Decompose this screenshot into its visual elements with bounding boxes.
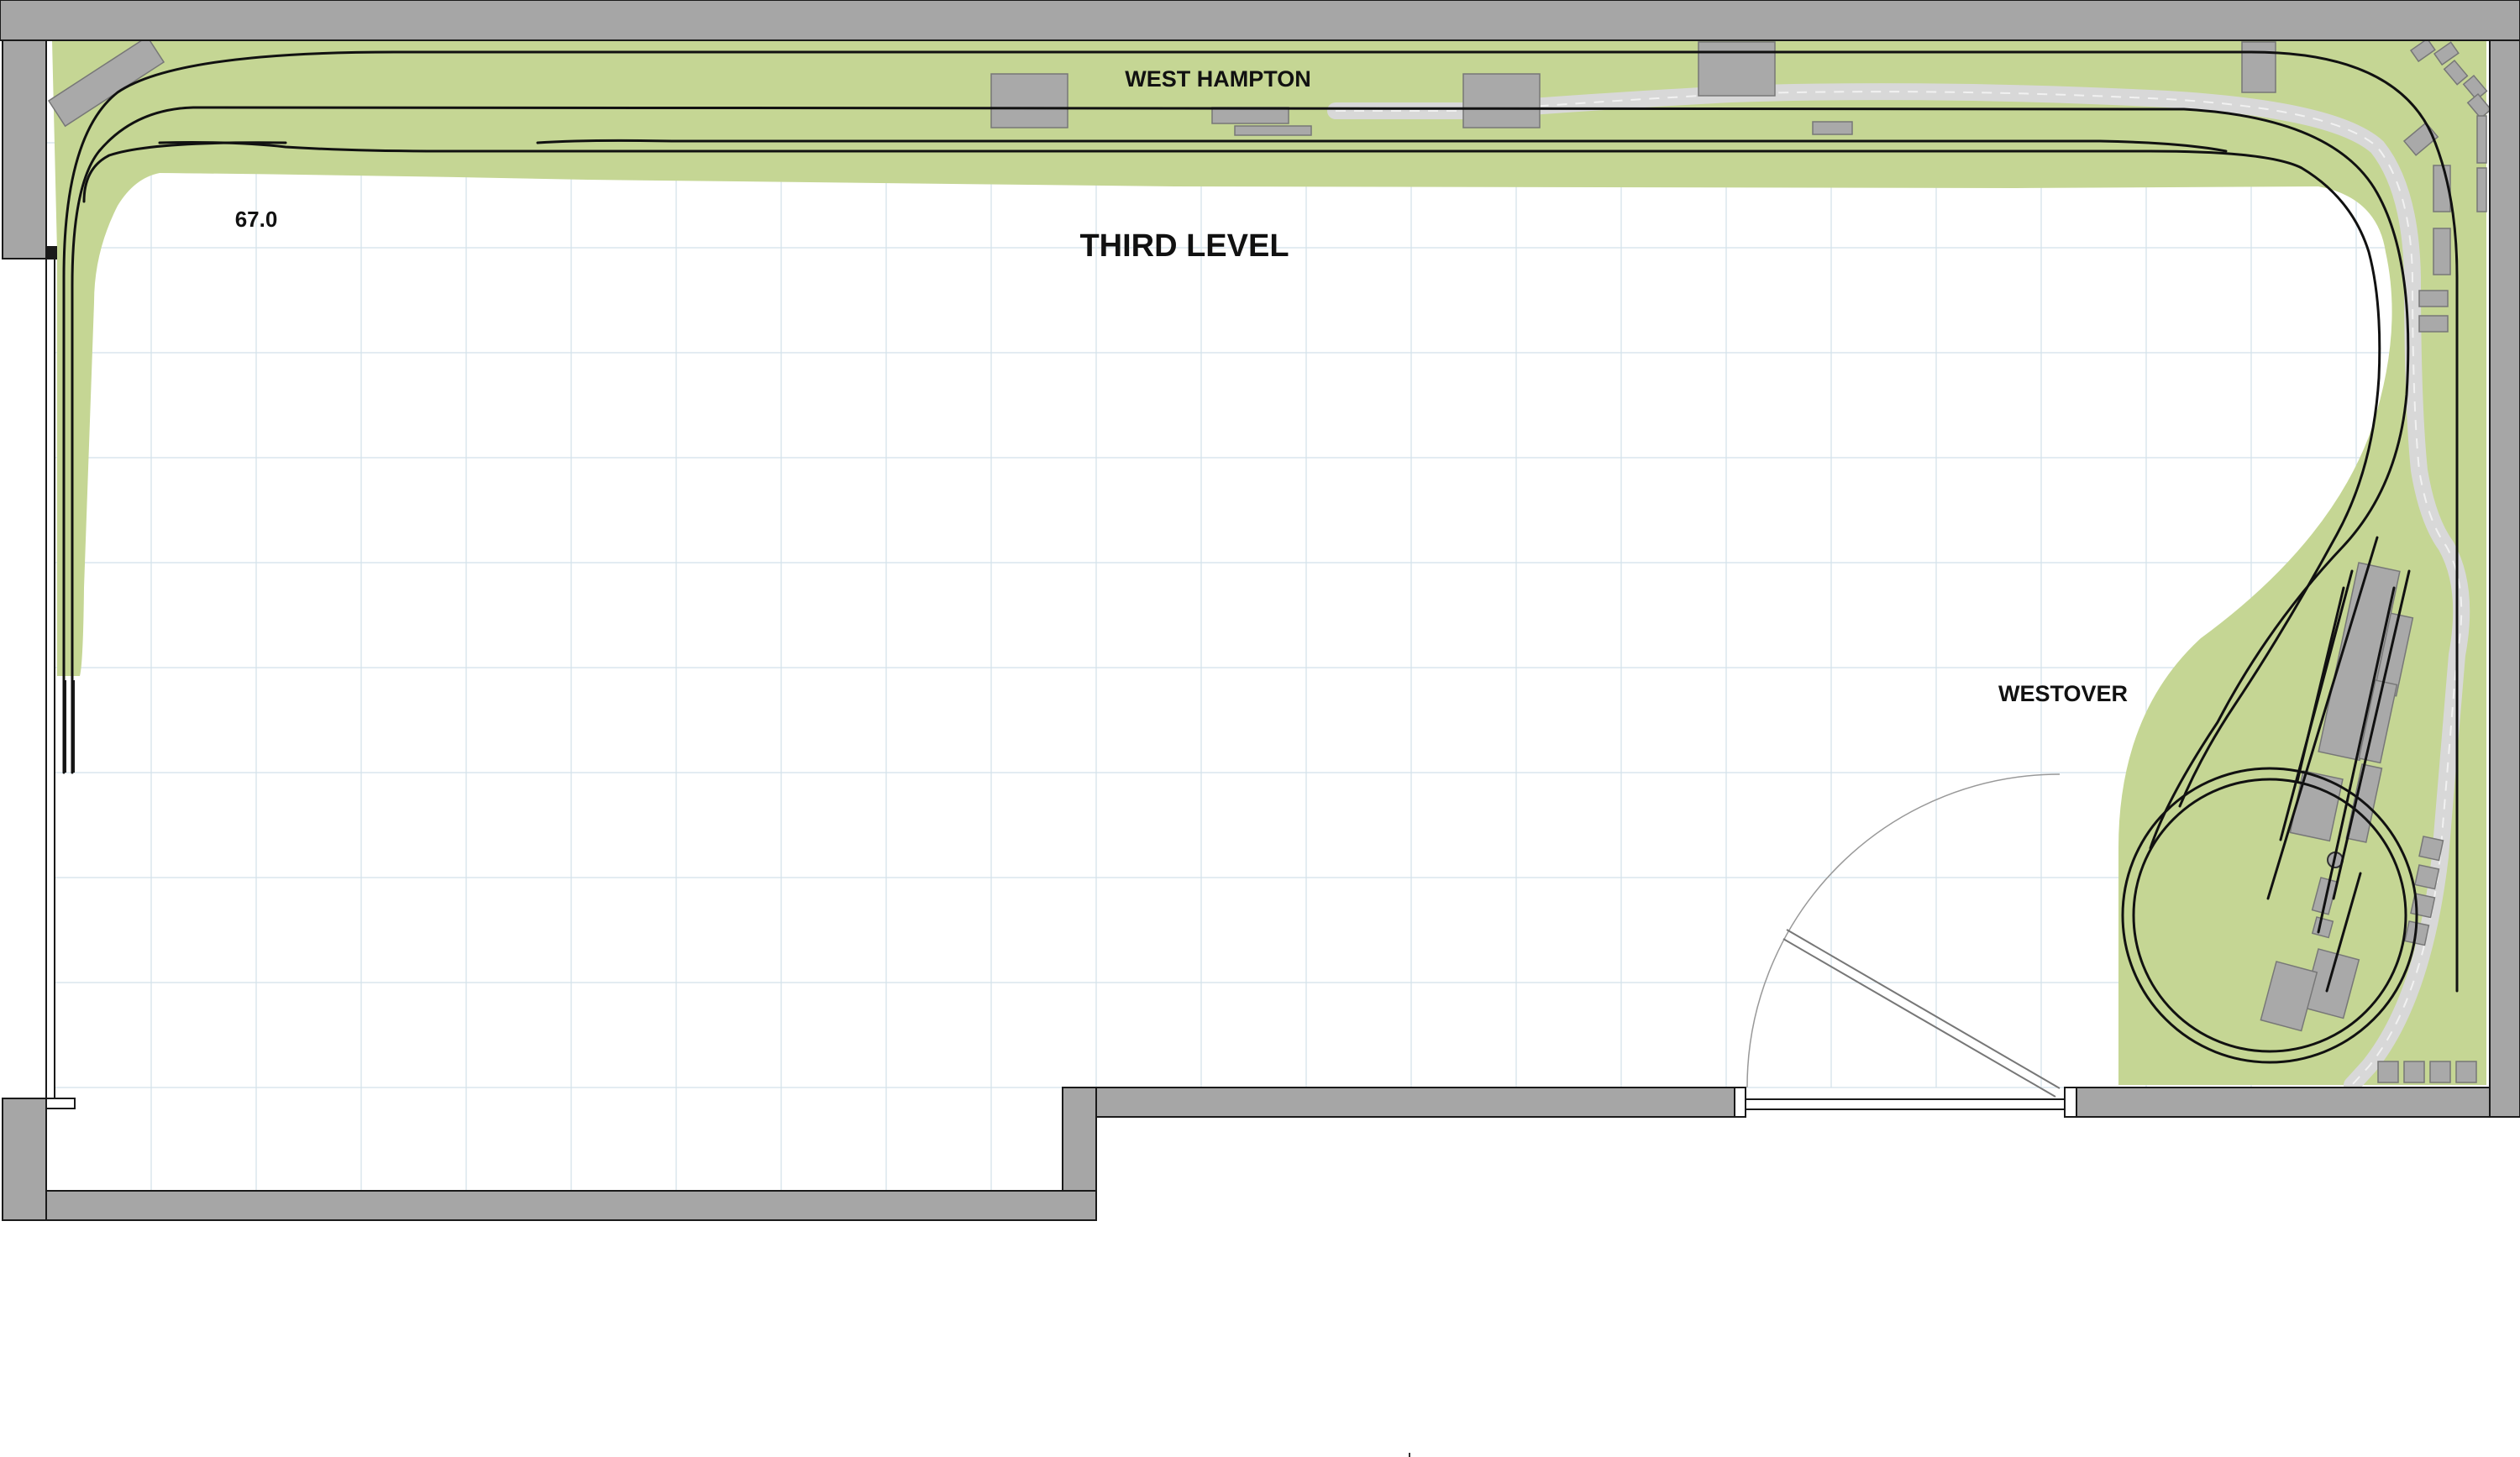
door-swing-arc bbox=[1746, 773, 2061, 1088]
door-jamb-left bbox=[1734, 1087, 1746, 1118]
building-tower bbox=[2241, 41, 2276, 93]
buildings bbox=[47, 35, 2492, 1083]
track-main-inner bbox=[71, 106, 2410, 850]
door-leaf-a bbox=[1786, 929, 2061, 1089]
building-hampton-shed bbox=[1812, 121, 1853, 135]
wall-south-west bbox=[45, 1190, 1097, 1221]
track-yard-1 bbox=[2266, 536, 2379, 900]
walls bbox=[0, 0, 2520, 1221]
wall-west-lower bbox=[2, 1098, 47, 1221]
track-lower-main bbox=[158, 141, 2381, 808]
track-inner-spur bbox=[82, 141, 287, 203]
building-east-4 bbox=[2418, 315, 2449, 333]
level-title: THIRD LEVEL bbox=[1079, 228, 1289, 264]
track-upper-siding bbox=[536, 139, 2228, 153]
building-east-2 bbox=[2433, 228, 2451, 275]
track-yard-6 bbox=[2325, 872, 2362, 993]
building-hampton-mill bbox=[1698, 41, 1776, 97]
elevation-label: 67.0 bbox=[235, 207, 278, 232]
building-westover-station bbox=[2318, 562, 2401, 762]
building-hampton-warehouse bbox=[1462, 73, 1541, 128]
building-hampton-freight bbox=[1211, 107, 1289, 124]
wall-south-east bbox=[2076, 1087, 2491, 1118]
wall-north bbox=[0, 0, 2520, 41]
wall-west-upper bbox=[2, 39, 47, 259]
track-main-outer bbox=[62, 50, 2459, 993]
scenery-area bbox=[52, 40, 2486, 1085]
west-opening bbox=[45, 258, 55, 1099]
grid bbox=[46, 42, 2486, 1193]
building-east-3 bbox=[2418, 290, 2449, 307]
track-return-loop-inner bbox=[2132, 778, 2407, 1053]
building-hampton-platform bbox=[1234, 125, 1312, 136]
wall-south-jog bbox=[1062, 1087, 1097, 1192]
building-hampton-depot bbox=[990, 73, 1068, 128]
track-yard-4 bbox=[2332, 569, 2411, 900]
door-threshold bbox=[1745, 1098, 2066, 1110]
track bbox=[62, 50, 2459, 1064]
wall-east bbox=[2489, 39, 2520, 1118]
door-leaf-b bbox=[1782, 938, 2056, 1098]
track-yard-5 bbox=[2317, 586, 2396, 934]
track-yard-3 bbox=[2296, 586, 2345, 783]
duckunder-marks bbox=[65, 680, 75, 773]
town-label-west-hampton: WEST HAMPTON bbox=[1125, 66, 1311, 92]
doors bbox=[45, 246, 2077, 1118]
track-return-loop-outer bbox=[2121, 767, 2418, 1064]
wall-south-center bbox=[1095, 1087, 1735, 1118]
town-label-westover: WESTOVER bbox=[1998, 681, 2128, 706]
door-jamb-right bbox=[2064, 1087, 2077, 1118]
